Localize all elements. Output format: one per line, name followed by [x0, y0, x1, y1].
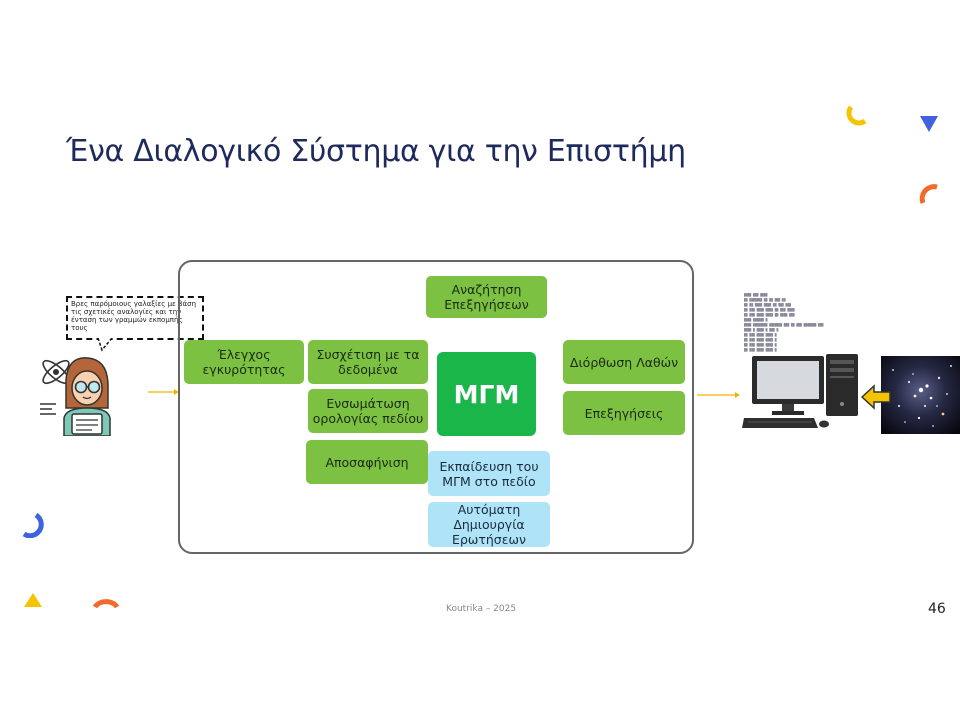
decor-yellow-arc [846, 105, 867, 126]
decor-yellow-triangle [24, 593, 42, 607]
speech-bubble: Βρες παρόμοιους γαλαξίες με βάση τις σχε… [66, 296, 204, 340]
box-disambiguation: Αποσαφήνιση [306, 440, 428, 484]
box-data-correlation: Συσχέτιση με τα δεδομένα [308, 340, 428, 384]
galaxy-image [881, 356, 960, 434]
box-explanations: Επεξηγήσεις [563, 391, 685, 435]
footer-text: Koutrika – 2025 [446, 604, 517, 614]
box-mgm-training: Εκπαίδευση του ΜΓΜ στο πεδίο [428, 451, 550, 496]
decor-blue-triangle [920, 116, 938, 132]
box-question-generation: Αυτόματη Δημιουργία Ερωτήσεων [428, 502, 550, 547]
box-validity-check: Έλεγχος εγκυρότητας [184, 340, 304, 384]
box-error-correction: Διόρθωση Λαθών [563, 340, 685, 384]
decor-blue-arc [22, 512, 44, 538]
box-explanation-search: Αναζήτηση Επεξηγήσεων [426, 276, 547, 318]
page-number: 46 [928, 601, 946, 617]
input-arrow [148, 389, 179, 395]
box-mgm: ΜΓΜ [437, 352, 536, 436]
output-arrow [697, 392, 740, 398]
slide-title: Ένα Διαλογικό Σύστημα για την Επιστήμη [66, 134, 686, 169]
scientist-icon [40, 357, 111, 436]
speech-bubble-tail [97, 338, 113, 352]
desktop-computer-icon [742, 354, 858, 428]
arrow-left-icon [860, 384, 891, 410]
decor-orange-arc-bottom [92, 599, 120, 609]
system-frame [178, 260, 694, 554]
decor-orange-arc [919, 184, 938, 204]
box-domain-terminology: Ενσωμάτωση ορολογίας πεδίου [308, 389, 428, 433]
code-snippet: ████ ███ ████ ██ ███████ ██ ██ ███ ██ ██… [744, 293, 824, 352]
